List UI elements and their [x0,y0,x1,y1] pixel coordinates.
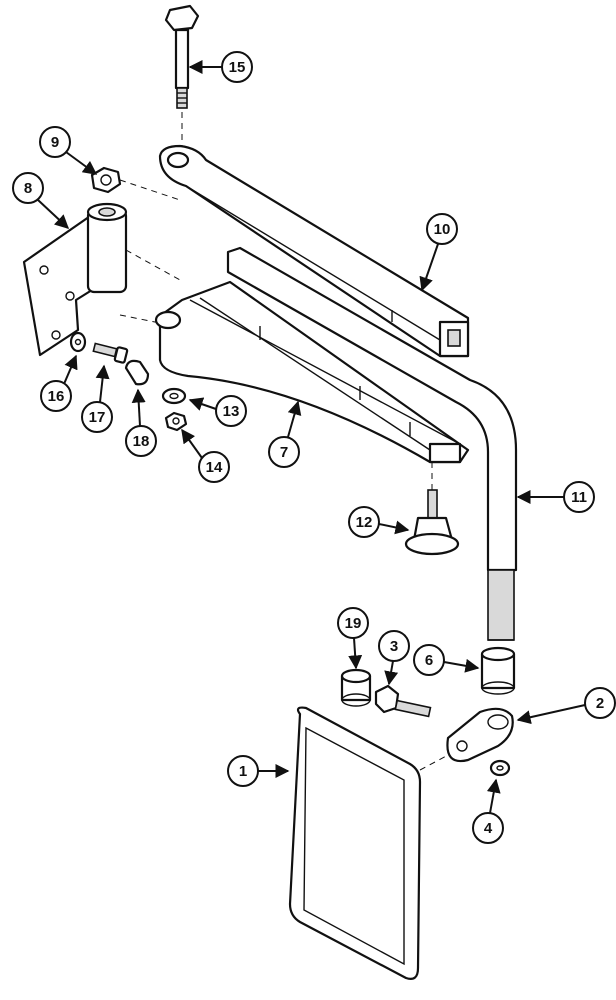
callout-14: 14 [181,428,230,483]
callout-19-label: 19 [345,615,362,632]
part-lower-arm-7 [154,280,470,464]
callout-1: 1 [227,755,290,787]
callout-16: 16 [40,354,78,412]
part-nut-9 [90,166,122,194]
dash-line-nut [119,179,181,201]
part-nut-14 [164,411,188,432]
callout-18-label: 18 [133,433,150,450]
callout-1-label: 1 [239,763,247,780]
part-hinge-bracket-8 [22,202,128,357]
part-l-bar-11 [226,246,518,641]
callout-12-label: 12 [356,514,373,531]
callout-3: 3 [378,630,410,686]
part-bushing-6 [480,646,516,695]
callout-10-label: 10 [434,221,451,238]
callout-17: 17 [81,364,113,433]
callout-10: 10 [419,213,458,292]
callout-8-label: 8 [24,180,32,197]
callout-19: 19 [337,607,369,670]
callout-2: 2 [516,687,616,725]
part-bolt-3 [374,684,432,718]
part-foot-12 [404,462,460,556]
part-washer-4 [489,759,511,777]
callout-13-label: 13 [223,403,240,420]
callout-6-label: 6 [425,652,433,669]
callout-16-label: 16 [48,388,65,405]
callout-3-label: 3 [390,638,398,655]
callout-17-label: 17 [89,409,106,426]
callout-4: 4 [472,778,504,844]
part-upper-arm-10 [158,144,470,358]
callout-15: 15 [188,51,253,83]
dash-line-clamp [419,753,451,771]
callout-8: 8 [12,172,70,229]
callout-14-label: 14 [206,459,223,476]
part-mirror-1 [288,706,422,980]
callout-15-label: 15 [229,59,246,76]
part-screw-17 [92,342,129,364]
part-sleeve-19 [340,668,372,707]
part-clamp-2 [446,707,514,763]
part-cap-18 [124,359,150,386]
callout-4-label: 4 [484,820,493,837]
callout-9-label: 9 [51,134,59,151]
part-bolt-15 [164,4,200,109]
dash-line-bracket [119,249,181,326]
callout-7: 7 [268,400,302,468]
callout-7-label: 7 [280,444,288,461]
callout-11: 11 [516,481,595,513]
callout-12: 12 [348,506,410,538]
callout-13: 13 [188,395,247,427]
callout-11-label: 11 [571,489,587,506]
callout-2-label: 2 [596,695,604,712]
part-washer-13 [161,387,187,405]
callout-9: 9 [39,126,98,175]
part-washer-16 [69,331,87,353]
callouts: 15 9 8 10 16 17 18 [12,51,616,844]
callout-6: 6 [413,644,480,676]
callout-18: 18 [125,388,157,457]
